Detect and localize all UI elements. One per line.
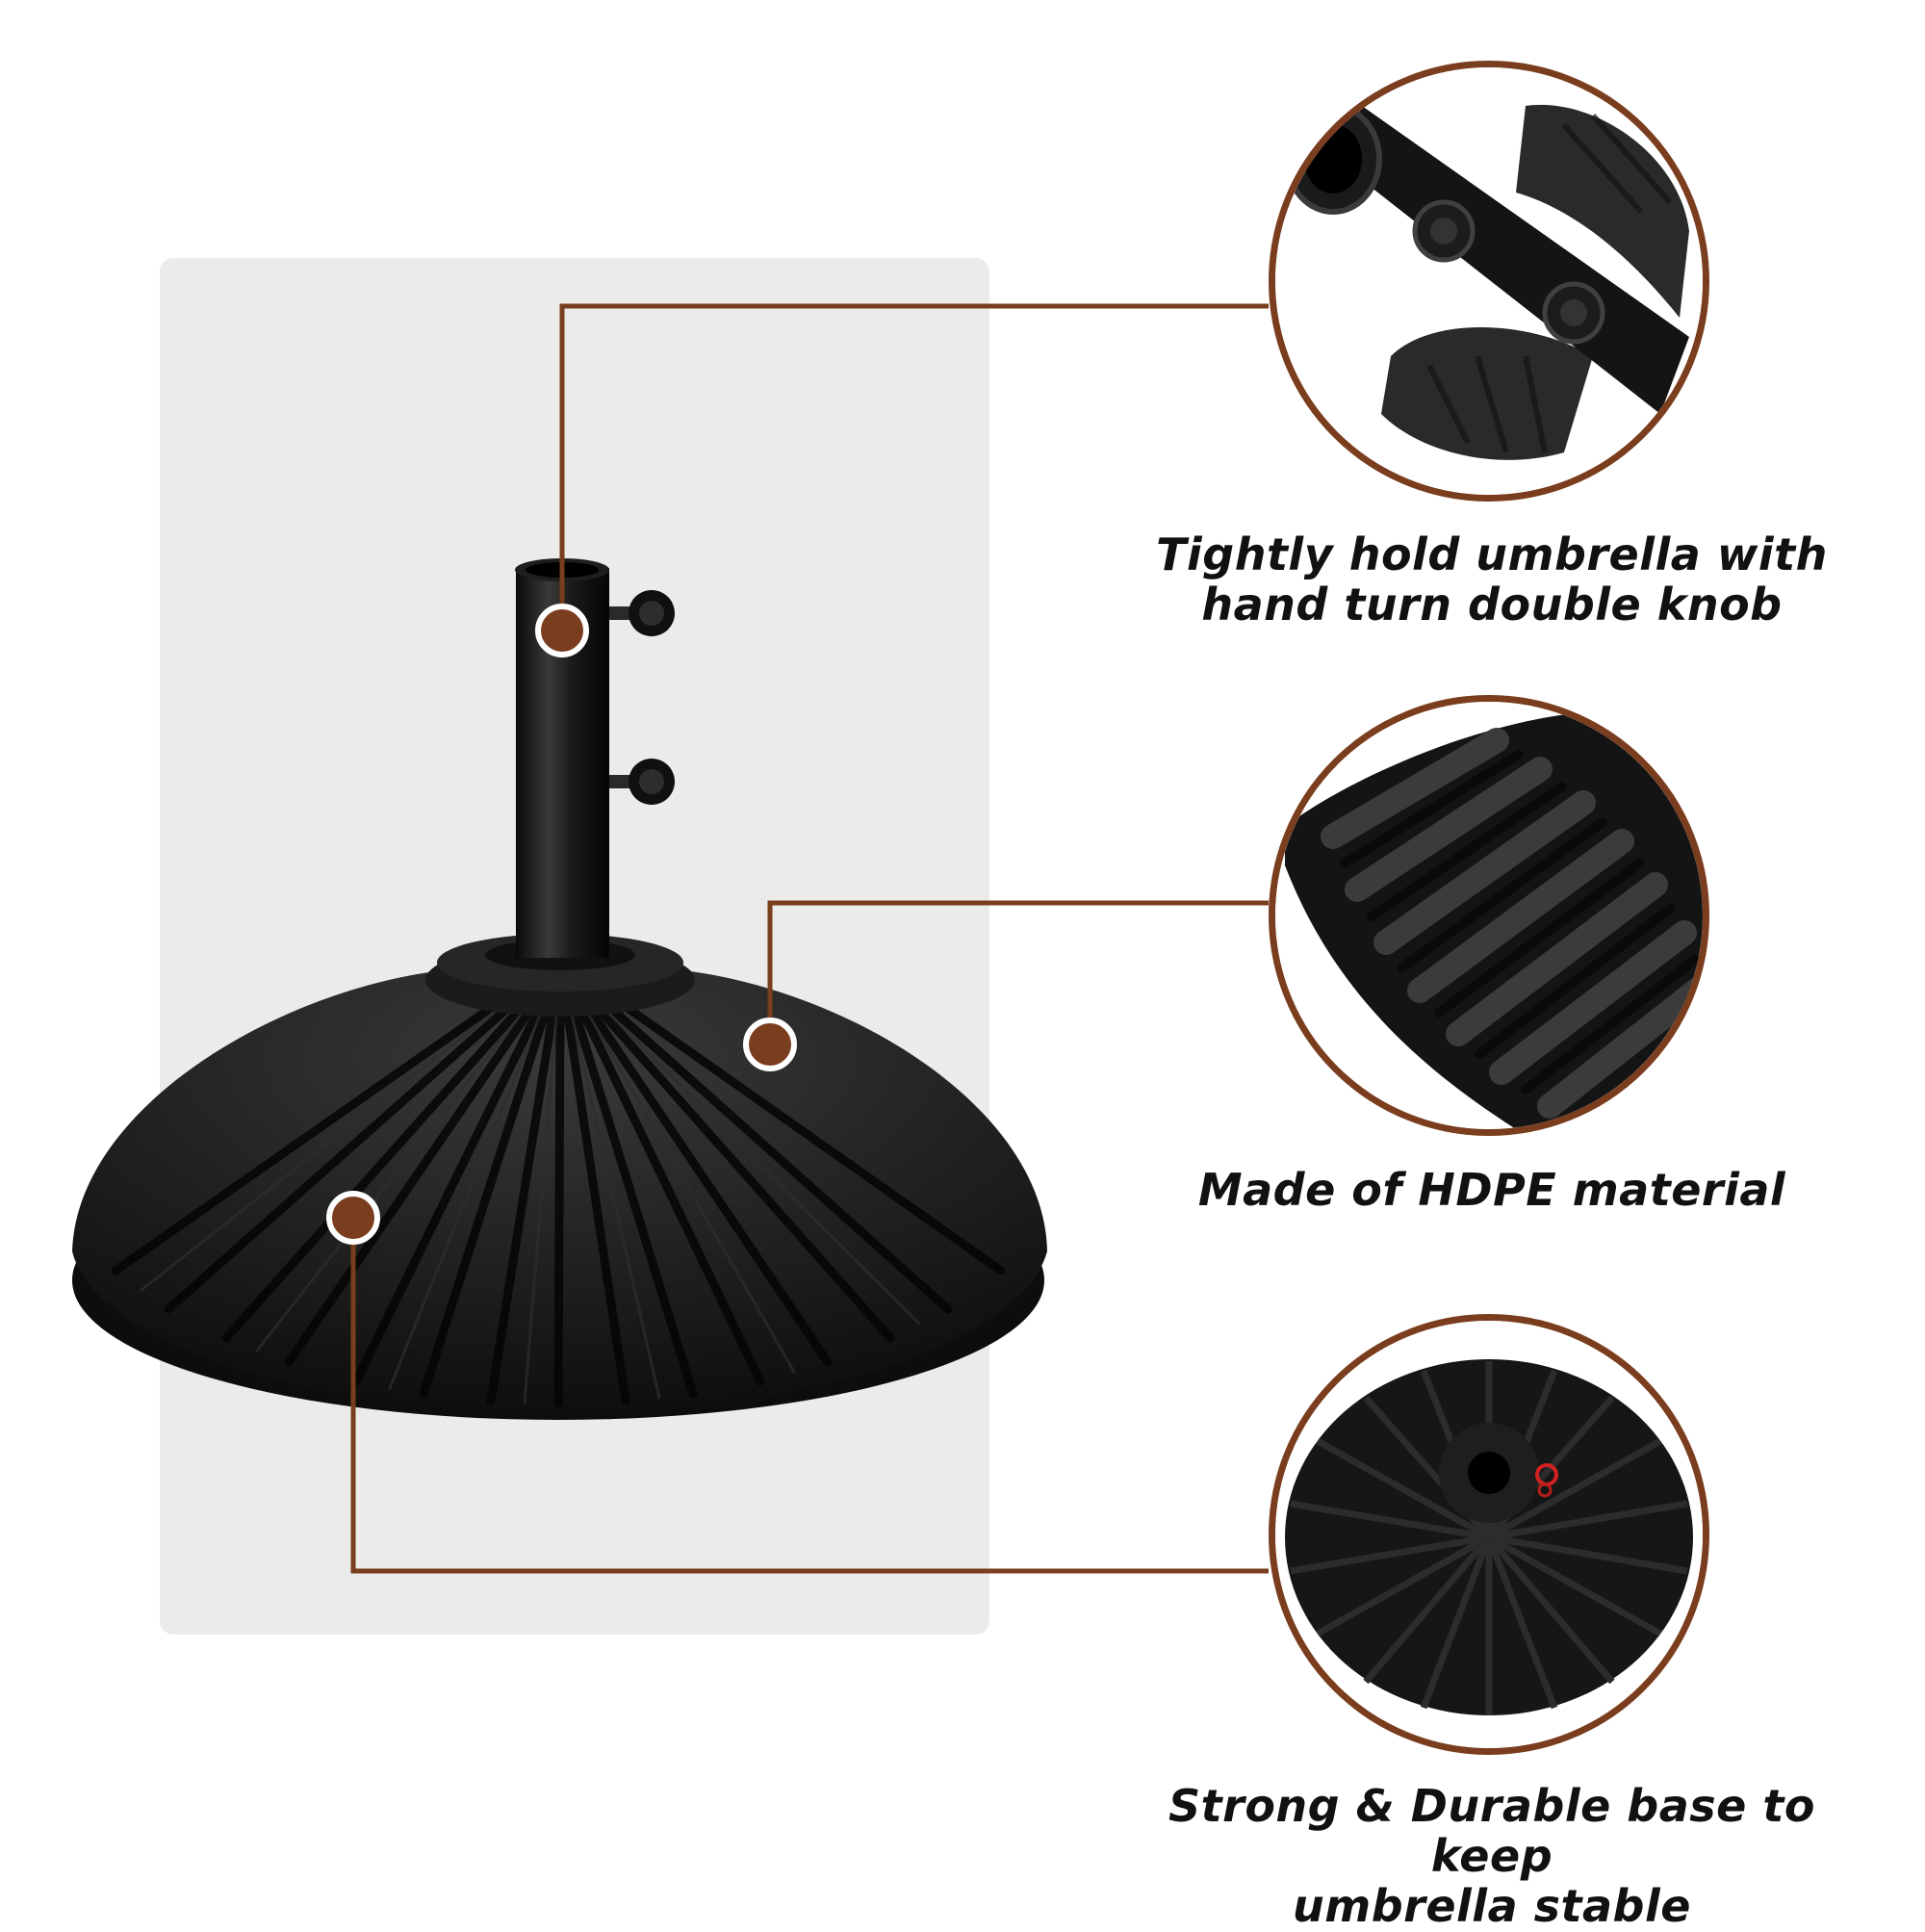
caption-base-line-1: Strong & Durable base to keep: [1168, 1780, 1815, 1882]
caption-knob: Tightly hold umbrella with hand turn dou…: [1112, 529, 1872, 630]
connector-material: [767, 900, 1269, 1044]
caption-knob-line-2: hand turn double knob: [1201, 579, 1783, 631]
base-topview-closeup-icon: [1269, 1314, 1709, 1755]
caption-material: Made of HDPE material: [1112, 1165, 1872, 1215]
marker-material: [743, 1018, 797, 1071]
marker-knob: [535, 604, 589, 657]
caption-material-line-1: Made of HDPE material: [1197, 1164, 1786, 1216]
ribbed-surface-closeup-icon: [1269, 695, 1709, 1136]
connector-knob: [559, 303, 1269, 631]
connector-base: [350, 1218, 1269, 1574]
lower-knob-icon: [609, 759, 675, 805]
connector-lines: [350, 303, 1269, 1574]
upper-knob-icon: [609, 590, 675, 636]
knob-closeup-icon: [1269, 61, 1709, 502]
caption-base: Strong & Durable base to keep umbrella s…: [1112, 1781, 1872, 1931]
caption-knob-line-1: Tightly hold umbrella with: [1156, 528, 1828, 580]
marker-base: [326, 1191, 380, 1245]
base-rib-lines: [111, 996, 1006, 1408]
caption-base-line-2: umbrella stable: [1293, 1880, 1691, 1932]
